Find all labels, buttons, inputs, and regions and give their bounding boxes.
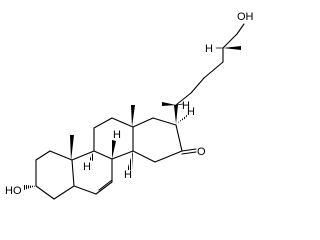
h-9-label: H	[83, 161, 91, 173]
h-25-label: H	[205, 43, 213, 55]
h-17-label: H	[187, 106, 195, 118]
hydroxyl-26-label: OH	[237, 11, 254, 23]
steroid-structure-diagram: HO OH O H H H H H H	[5, 11, 254, 200]
ketone-16-label: O	[197, 146, 206, 158]
h-8-label: H	[113, 129, 121, 141]
ring-bonds	[35, 117, 197, 200]
stereo-wedges	[24, 46, 241, 190]
hydroxyl-3-label: HO	[5, 185, 22, 197]
side-chain-bonds	[175, 23, 245, 106]
h-14-label: H	[124, 169, 132, 181]
h-20-label: H	[182, 100, 190, 112]
